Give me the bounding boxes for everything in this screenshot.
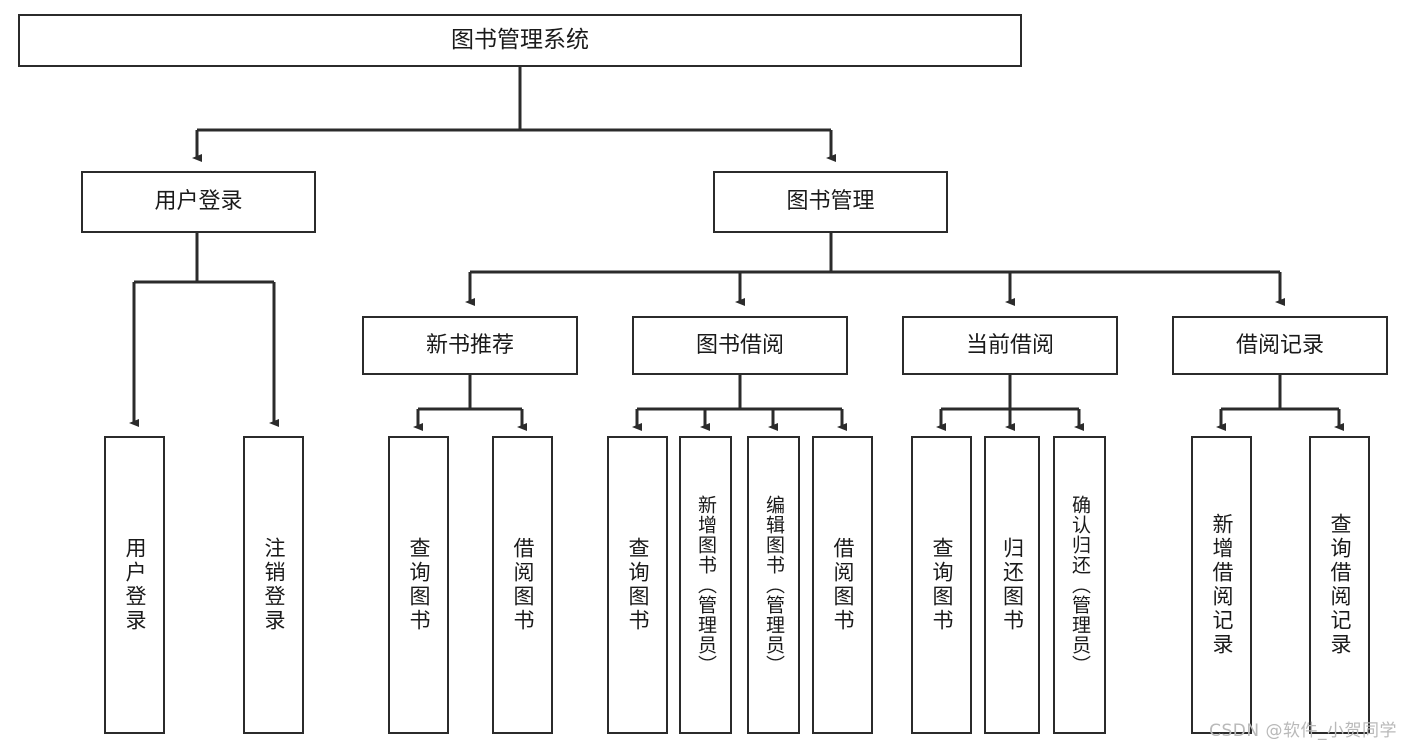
leaf-bb-edit-book-admin[interactable]: 编辑图书（管理员） (747, 436, 800, 734)
node-user-login-label: 用户登录 (154, 189, 243, 215)
node-book-management-label: 图书管理 (786, 189, 875, 215)
node-user-login[interactable]: 用户登录 (81, 171, 316, 233)
leaf-bb-edit-book-admin-label: 编辑图书（管理员） (763, 495, 785, 675)
leaf-bb-borrow-book[interactable]: 借阅图书 (812, 436, 873, 734)
node-book-borrow[interactable]: 图书借阅 (632, 316, 848, 375)
node-book-borrow-label: 图书借阅 (695, 332, 784, 358)
leaf-user-login-label: 用户登录 (123, 537, 147, 633)
csdn-watermark: CSDN @软件_小贺同学 (1209, 721, 1397, 741)
node-current-borrow[interactable]: 当前借阅 (902, 316, 1118, 375)
node-current-borrow-label: 当前借阅 (965, 332, 1054, 358)
leaf-bb-query-book-label: 查询图书 (626, 537, 650, 633)
leaf-nb-query-book[interactable]: 查询图书 (388, 436, 449, 734)
leaf-nb-borrow-book-label: 借阅图书 (511, 537, 535, 633)
leaf-bb-add-book-admin[interactable]: 新增图书（管理员） (679, 436, 732, 734)
leaf-cb-return-book-label: 归还图书 (1000, 537, 1025, 633)
leaf-user-login[interactable]: 用户登录 (104, 436, 165, 734)
node-borrow-record[interactable]: 借阅记录 (1172, 316, 1388, 375)
node-new-book-recommend[interactable]: 新书推荐 (362, 316, 578, 375)
node-book-management[interactable]: 图书管理 (713, 171, 948, 233)
leaf-logout-label: 注销登录 (262, 537, 286, 633)
leaf-bb-query-book[interactable]: 查询图书 (607, 436, 668, 734)
leaf-br-add-record-label: 新增借阅记录 (1210, 513, 1234, 657)
node-root[interactable]: 图书管理系统 (18, 14, 1022, 67)
leaf-bb-borrow-book-label: 借阅图书 (831, 537, 855, 633)
leaf-logout[interactable]: 注销登录 (243, 436, 304, 734)
leaf-cb-return-book[interactable]: 归还图书 (984, 436, 1040, 734)
node-new-book-recommend-label: 新书推荐 (425, 332, 514, 358)
leaf-br-query-record-label: 查询借阅记录 (1328, 513, 1352, 657)
leaf-nb-borrow-book[interactable]: 借阅图书 (492, 436, 553, 734)
leaf-nb-query-book-label: 查询图书 (407, 537, 431, 633)
leaf-br-add-record[interactable]: 新增借阅记录 (1191, 436, 1252, 734)
leaf-cb-confirm-return-admin-label: 确认归还（管理员） (1069, 495, 1091, 675)
leaf-br-query-record[interactable]: 查询借阅记录 (1309, 436, 1370, 734)
leaf-cb-query-book-label: 查询图书 (930, 537, 954, 633)
leaf-bb-add-book-admin-label: 新增图书（管理员） (695, 495, 717, 675)
node-root-label: 图书管理系统 (451, 26, 589, 53)
leaf-cb-confirm-return-admin[interactable]: 确认归还（管理员） (1053, 436, 1106, 734)
leaf-cb-query-book[interactable]: 查询图书 (911, 436, 972, 734)
node-borrow-record-label: 借阅记录 (1235, 332, 1324, 358)
